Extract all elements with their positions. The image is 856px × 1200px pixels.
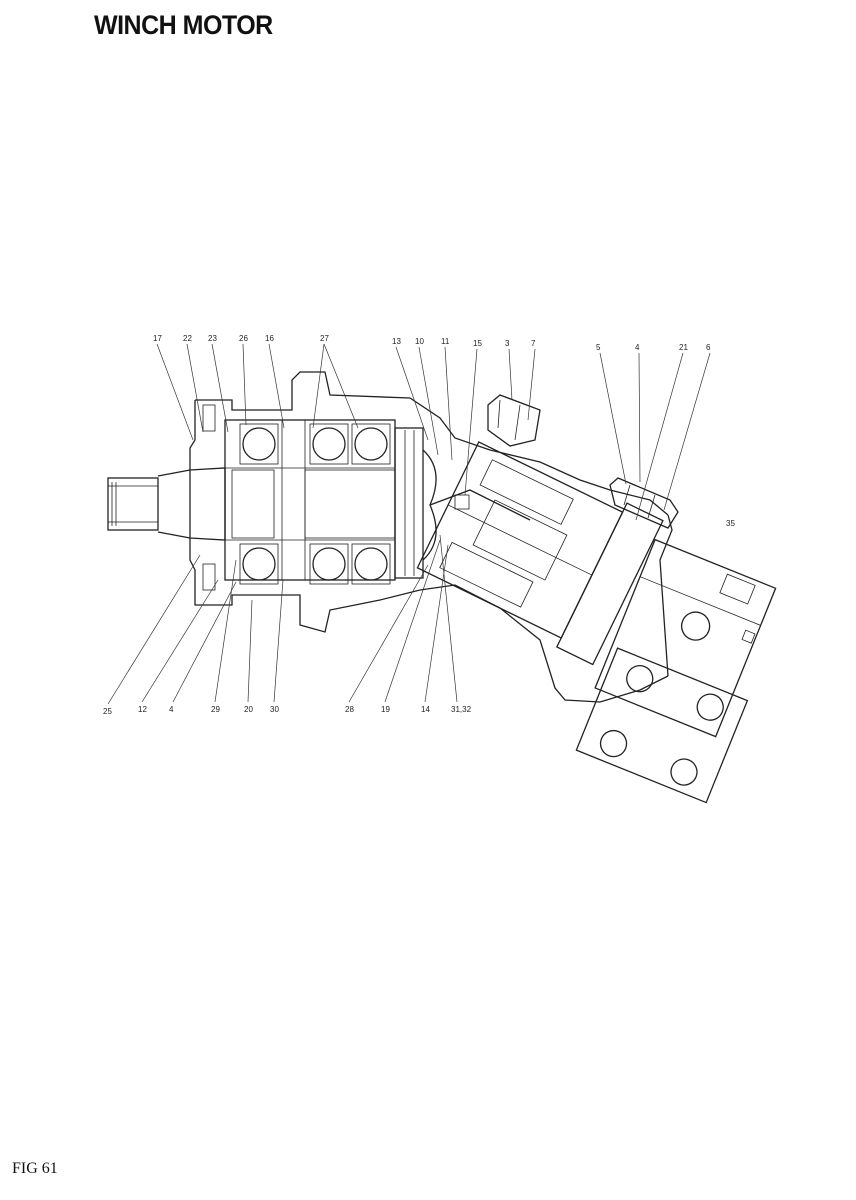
callout-31-32: 31,32 bbox=[451, 705, 472, 714]
callout-23: 23 bbox=[208, 334, 217, 343]
port-plate bbox=[594, 538, 777, 738]
callout-27: 27 bbox=[320, 334, 329, 343]
callout-7: 7 bbox=[531, 339, 536, 348]
callout-22: 22 bbox=[183, 334, 192, 343]
callout-21: 21 bbox=[679, 343, 688, 352]
bearing-balls bbox=[239, 423, 391, 585]
callout-4-top: 4 bbox=[635, 343, 640, 352]
callout-17: 17 bbox=[153, 334, 162, 343]
callouts-top: 17 22 23 26 16 27 13 10 11 15 3 7 5 4 21… bbox=[153, 334, 735, 528]
callout-29: 29 bbox=[211, 705, 220, 714]
callout-5: 5 bbox=[596, 343, 601, 352]
main-housing bbox=[189, 371, 673, 703]
callout-12: 12 bbox=[138, 705, 147, 714]
center-pin bbox=[429, 489, 531, 521]
top-port bbox=[487, 394, 541, 447]
callout-4-bottom: 4 bbox=[169, 705, 174, 714]
figure-label: FIG 61 bbox=[12, 1160, 58, 1177]
page-title: WINCH MOTOR bbox=[94, 10, 273, 41]
callout-26: 26 bbox=[239, 334, 248, 343]
valve-block bbox=[575, 647, 749, 804]
callout-10: 10 bbox=[415, 337, 424, 346]
callout-15: 15 bbox=[473, 339, 482, 348]
callout-3: 3 bbox=[505, 339, 510, 348]
callout-16: 16 bbox=[265, 334, 274, 343]
right-plug bbox=[609, 477, 679, 529]
callout-11: 11 bbox=[441, 337, 450, 346]
callout-30: 30 bbox=[270, 705, 279, 714]
cylinder-block bbox=[416, 441, 664, 666]
drive-flange bbox=[394, 427, 437, 579]
callouts-bottom: 25 12 4 29 20 30 28 19 14 31,32 bbox=[103, 705, 472, 716]
callout-13: 13 bbox=[392, 337, 401, 346]
callout-35: 35 bbox=[726, 519, 735, 528]
leader-lines-top bbox=[156, 343, 711, 521]
leader-lines-bottom bbox=[107, 534, 458, 705]
callout-6: 6 bbox=[706, 343, 711, 352]
callout-19: 19 bbox=[381, 705, 390, 714]
callout-25: 25 bbox=[103, 707, 112, 716]
callout-20: 20 bbox=[244, 705, 253, 714]
callout-14: 14 bbox=[421, 705, 430, 714]
callout-28: 28 bbox=[345, 705, 354, 714]
output-shaft bbox=[107, 467, 226, 541]
